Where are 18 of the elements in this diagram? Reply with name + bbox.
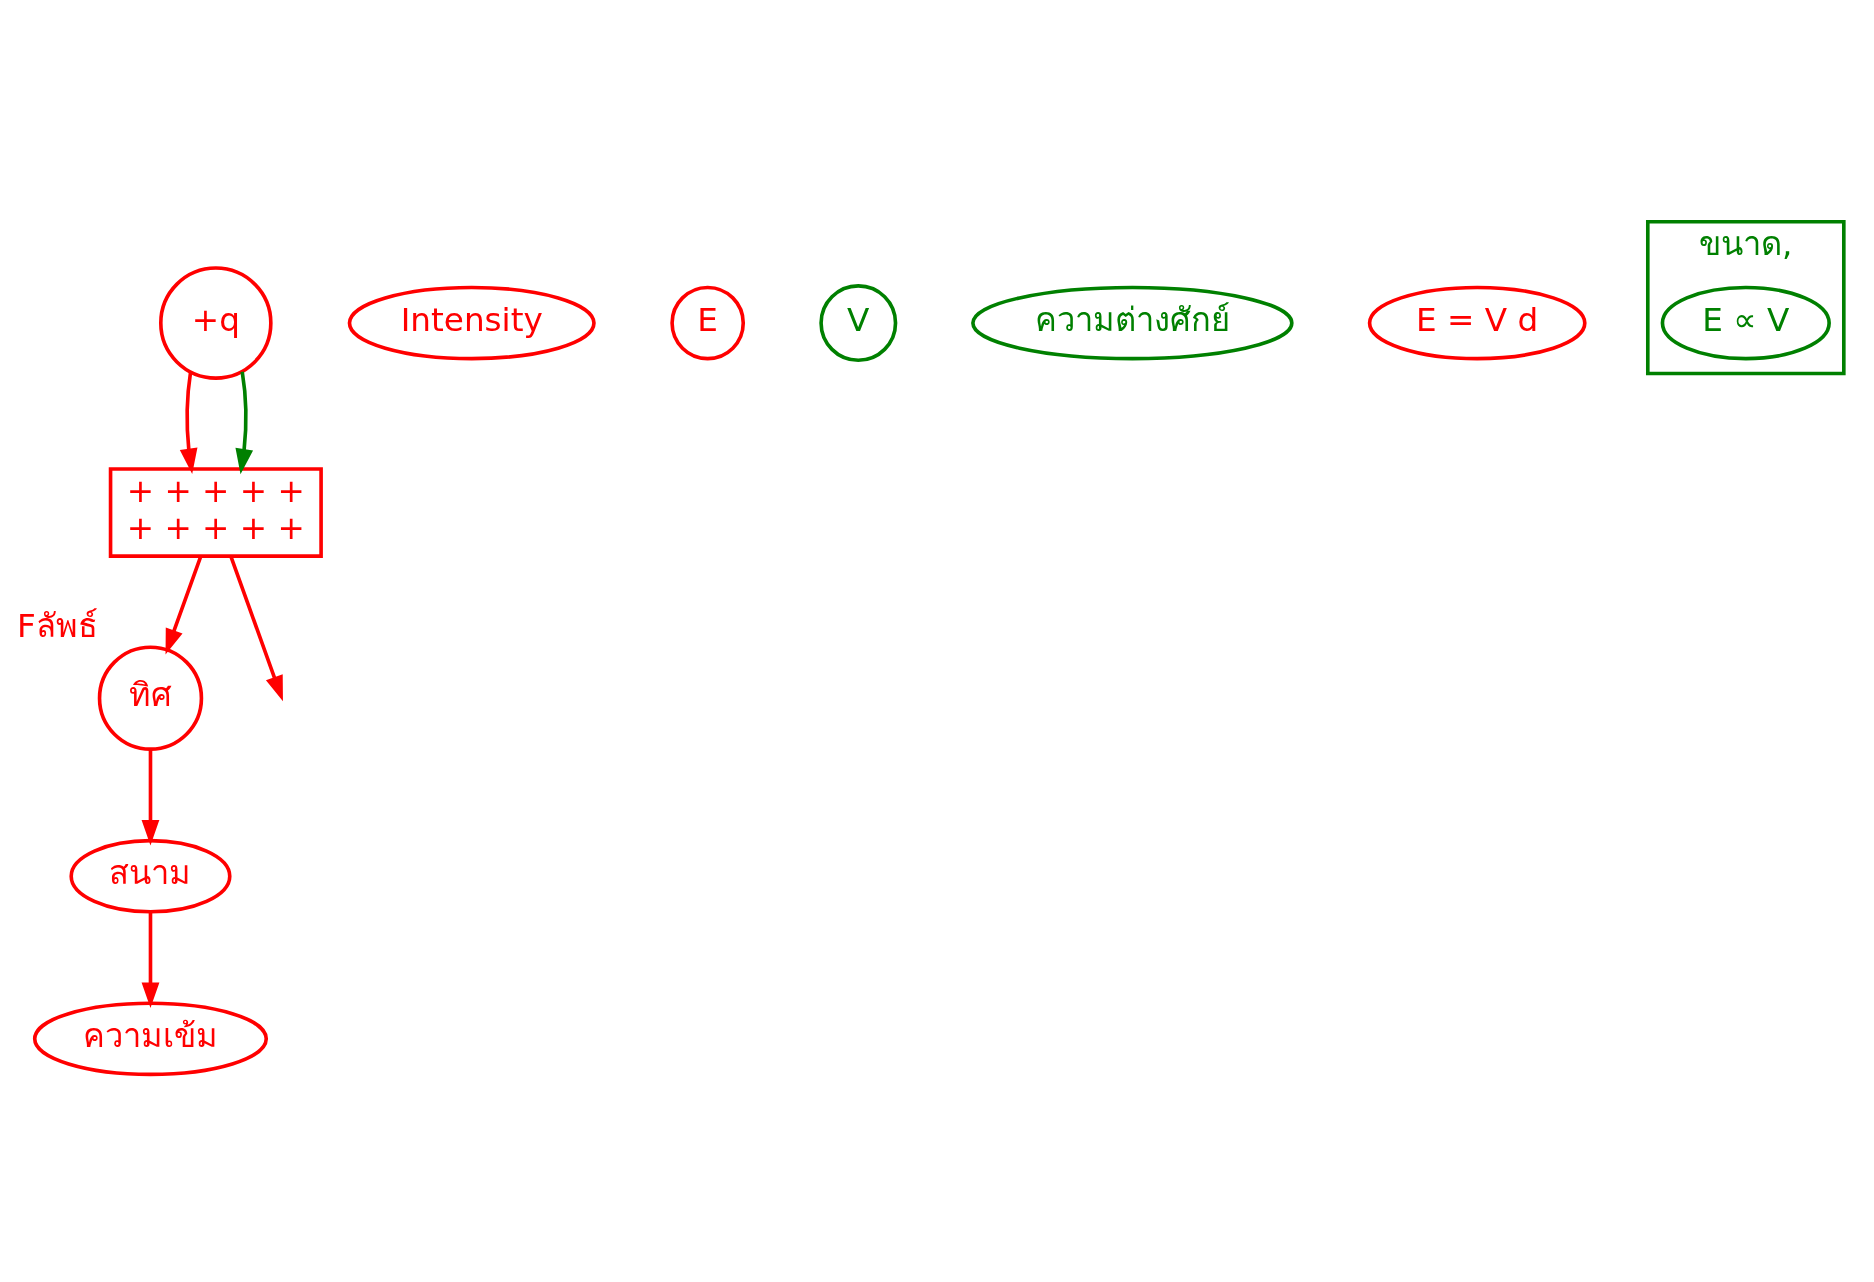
node-ellipse: Intensity <box>347 285 596 361</box>
node-circle: ทิศ <box>97 645 204 751</box>
arrow <box>235 371 254 475</box>
node-ellipse: E = V d <box>1367 285 1587 361</box>
node-ellipse: E ∝ V <box>1660 285 1831 361</box>
arrow <box>179 372 198 474</box>
arrow <box>165 555 203 655</box>
node-circle: +q <box>159 266 273 380</box>
arrow <box>141 912 160 1009</box>
node-ellipse: ความเข้ม <box>32 1001 269 1077</box>
node-circle: E <box>670 285 746 361</box>
node-ellipse: สนาม <box>69 838 232 914</box>
node-ellipse: ความต่างศักย์ <box>971 285 1294 361</box>
node-circle: V <box>819 284 898 363</box>
node-label: Fลัพธ์ <box>17 606 98 645</box>
arrow <box>141 749 160 846</box>
node-box: + + + + + + + + + + <box>108 467 323 558</box>
arrow <box>229 555 283 702</box>
